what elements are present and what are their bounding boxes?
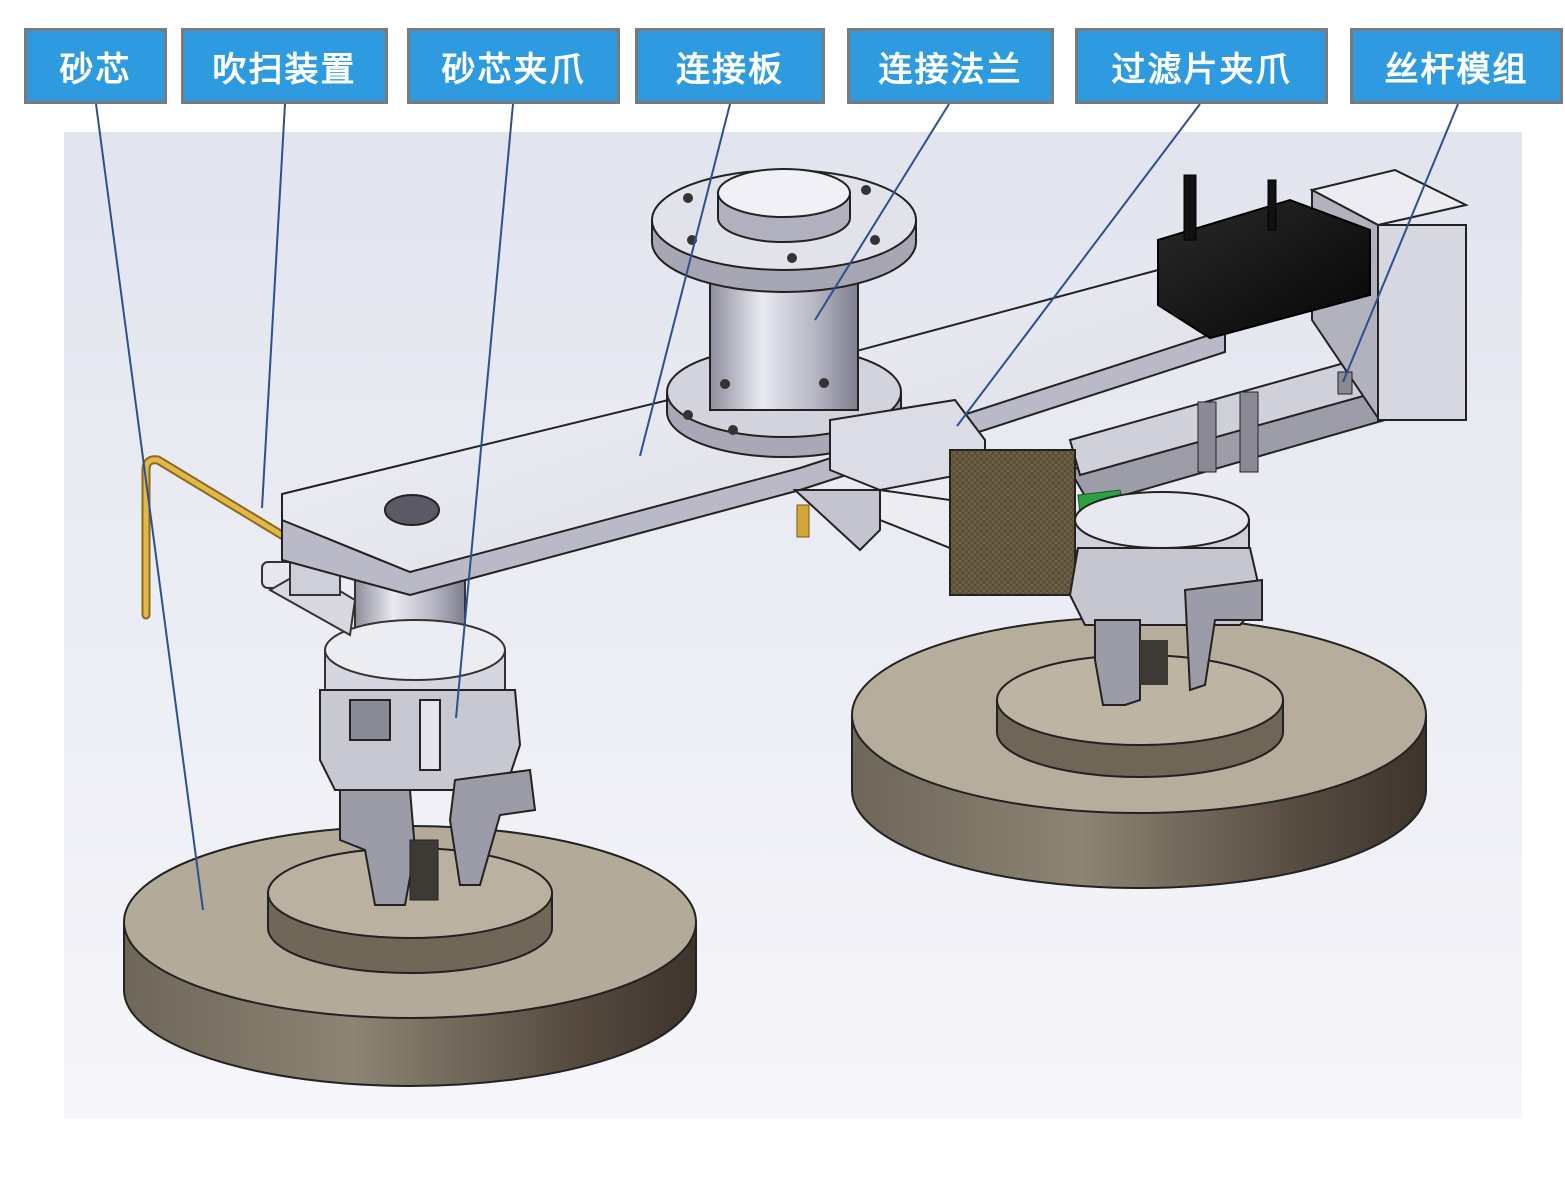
- filter-piece: [949, 449, 1076, 596]
- leader-lines: [95, 103, 1459, 911]
- label-core-gripper: 砂芯夹爪: [407, 28, 620, 104]
- screw-module: [1068, 168, 1469, 507]
- leader-line-connecting-flange: [814, 103, 950, 321]
- leader-line-sand-core: [95, 103, 204, 911]
- connecting-flange: [651, 168, 917, 458]
- label-sand-core: 砂芯: [24, 28, 167, 104]
- leader-line-core-gripper: [455, 103, 514, 719]
- filter-gripper: [829, 391, 1264, 706]
- core-gripper-left: [319, 569, 537, 906]
- leader-line-blowing-device: [261, 103, 286, 509]
- label-filter-gripper: 过滤片夹爪: [1075, 28, 1328, 104]
- leader-line-filter-gripper: [956, 103, 1201, 427]
- label-connecting-flange: 连接法兰: [847, 28, 1054, 104]
- label-connecting-plate: 连接板: [635, 28, 825, 104]
- label-blowing-device: 吹扫装置: [181, 28, 388, 104]
- leader-line-screw-module: [1342, 103, 1459, 383]
- leader-line-connecting-plate: [639, 103, 731, 457]
- label-screw-module: 丝杆模组: [1350, 28, 1563, 104]
- sand-core-right: [851, 616, 1427, 889]
